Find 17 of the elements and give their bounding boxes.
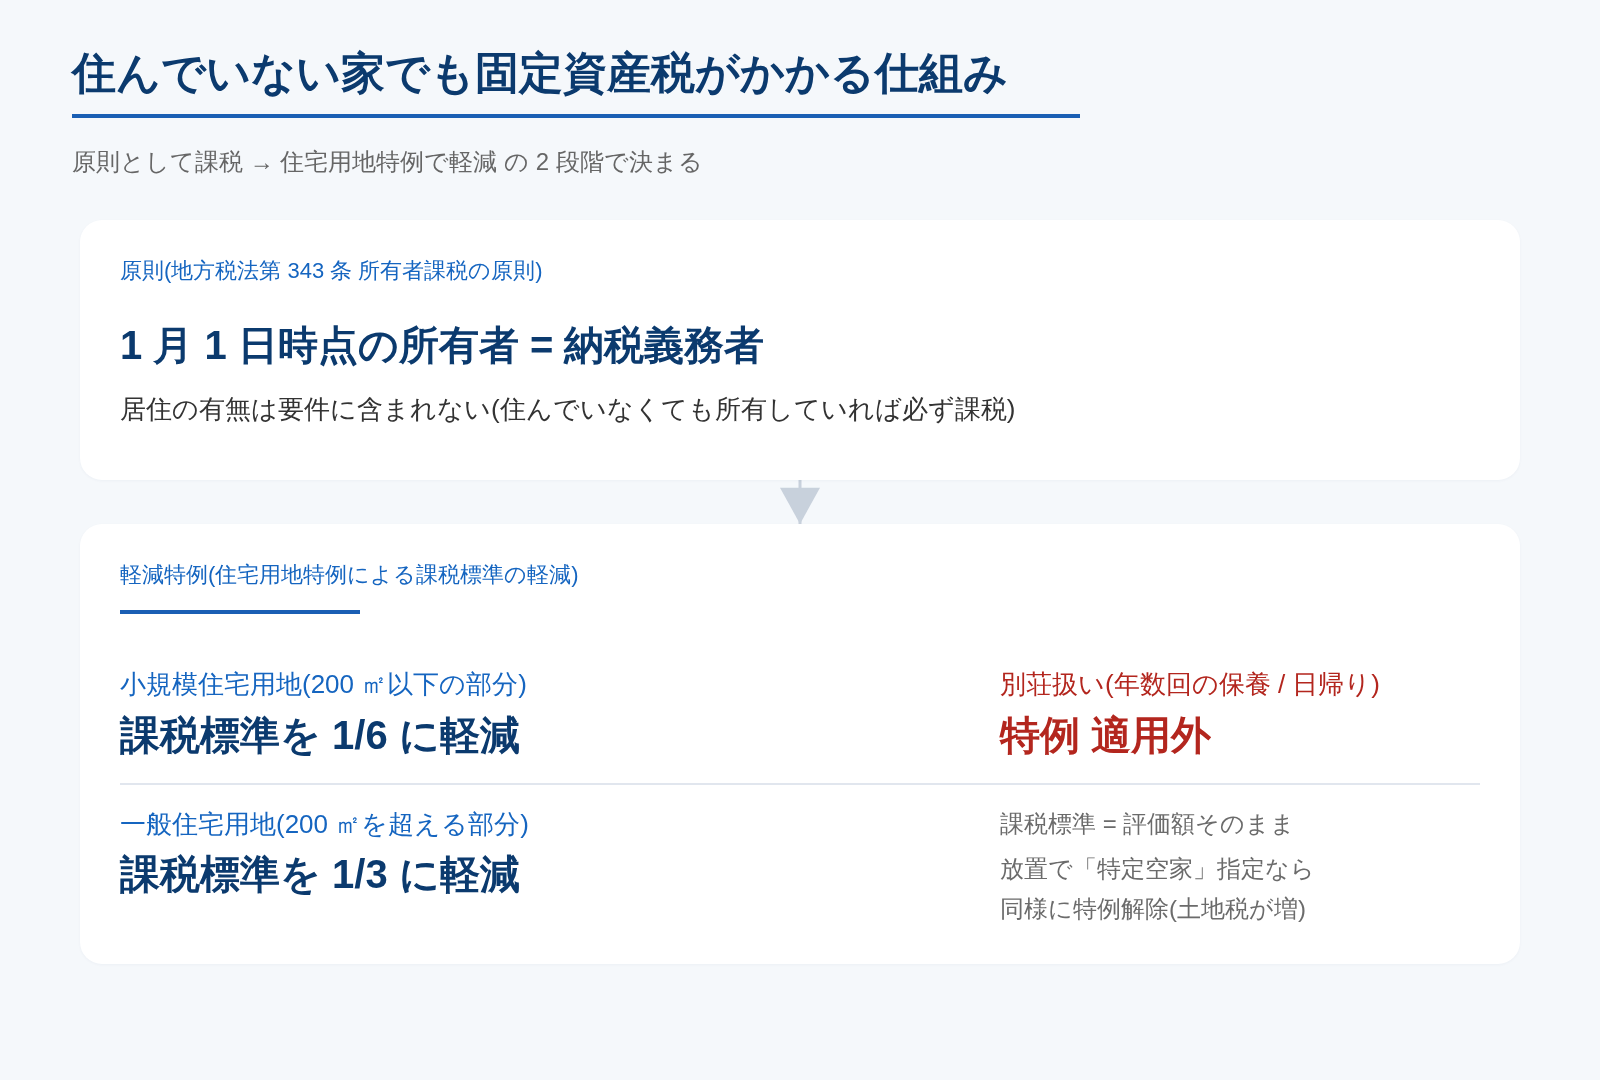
section-label: 軽減特例(住宅用地特例による課税標準の軽減) [120,561,579,589]
section-label: 原則(地方税法第 343 条 所有者課税の原則) [120,257,543,285]
category-label: 一般住宅用地(200 ㎡を超える部分) [120,808,529,841]
page-title: 住んでいない家でも固定資産税がかかる仕組み [72,47,1008,99]
principle-card [80,220,1520,480]
reduction-result: 課税標準を 1/3 に軽減 [120,851,520,898]
note-text: 課税標準 = 評価額そのまま [1000,809,1296,839]
headline: 1 月 1 日時点の所有者 = 納税義務者 [120,322,765,369]
description: 居住の有無は要件に含まれない(住んでいなくても所有していれば必ず課税) [120,393,1016,426]
category-label: 小規模住宅用地(200 ㎡以下の部分) [120,668,527,701]
reduction-card [80,524,1520,964]
reduction-result: 課税標準を 1/6 に軽減 [120,712,520,759]
subtitle: 原則として課税 → 住宅用地特例で軽減 の 2 段階で決まる [72,147,703,177]
exception-result: 特例 適用外 [1000,712,1212,759]
exception-label: 別荘扱い(年数回の保養 / 日帰り) [1000,668,1380,701]
arrow [780,480,820,524]
note-text: 放置で「特定空家」指定なら同様に特例解除(土地税が増) [1000,854,1316,924]
